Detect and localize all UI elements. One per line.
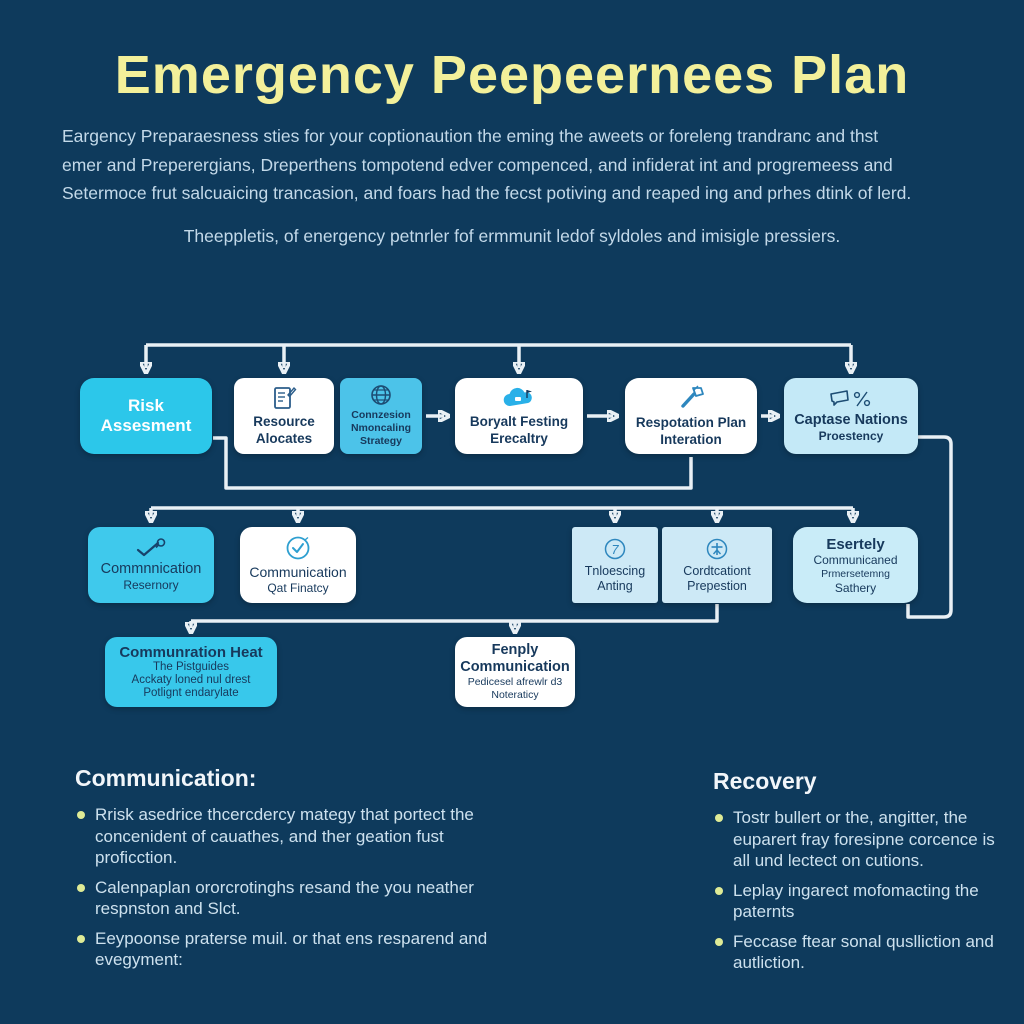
box-label: Commnnication	[100, 560, 202, 577]
box-label: Pedicesel afrewlr d3	[467, 676, 563, 688]
bullet-dot	[77, 883, 85, 892]
box-label: Qat Finatcy	[267, 580, 329, 595]
bullet-dot	[715, 937, 723, 946]
box-label: Resource	[253, 413, 315, 429]
box-label: Captase Nations	[794, 411, 908, 428]
box-label: Erecaltry	[490, 430, 548, 446]
box-label: Communicaned	[813, 552, 898, 567]
connector-elbow-captase-esertely	[906, 435, 953, 619]
box-label: Proestency	[818, 428, 884, 443]
recovery-heading: Recovery	[713, 768, 817, 794]
flow-box-commnnication-resernory: Commnnication Resernory	[88, 527, 214, 603]
recovery-section: Recovery Tostr bullert or the, angitter,…	[713, 768, 1013, 982]
box-label: Communication	[249, 563, 347, 580]
box-label: The Pistguides	[152, 661, 230, 673]
list-item-text: Calenpaplan ororcrotinghs resand the you…	[95, 877, 474, 919]
communication-list: Rrisk asedrice thcercdercy mategy that p…	[75, 804, 507, 971]
circled-seven-icon: 7	[604, 538, 626, 559]
box-label: Noteraticy	[491, 689, 539, 701]
list-item: Leplay ingarect mofomacting the paternts	[713, 880, 1013, 923]
intro-line-1: Eargency Preparaesness sties for your co…	[62, 126, 879, 146]
bullet-dot	[77, 811, 85, 819]
flow-box-esertely-sathery: Esertely Communicaned Prmersetemng Sathe…	[793, 527, 918, 603]
box-label: Acckaty loned nul drest	[131, 674, 251, 686]
list-item-text: Leplay ingarect mofomacting the paternts	[733, 880, 979, 922]
communication-section: Communication: Rrisk asedrice thcercderc…	[75, 765, 507, 979]
document-icon	[274, 386, 297, 409]
flow-box-communration-heat: Communration Heat The Pistguides Acckaty…	[105, 637, 277, 707]
box-label: Alocates	[255, 430, 313, 446]
speech-bubble-icon	[830, 389, 871, 406]
list-item-text: Tostr bullert or the, angitter, the eupa…	[733, 808, 995, 870]
list-item: Eeypoonse praterse muil. or that ens res…	[75, 928, 507, 971]
box-label: Esertely	[826, 535, 885, 553]
box-label: Interation	[660, 431, 722, 447]
flow-box-cordtcationt-prepestion: Cordtcationt Prepestion	[662, 527, 772, 603]
box-label: Fenply	[491, 642, 539, 658]
flow-box-communication-qat-finatcy: Communication Qat Finatcy	[240, 527, 356, 603]
recovery-list: Tostr bullert or the, angitter, the eupa…	[713, 807, 1013, 974]
bullet-dot	[77, 934, 85, 943]
box-label: Potlignt endarylate	[143, 687, 239, 699]
list-item-text: Feccase ftear sonal quslliction and autl…	[733, 931, 994, 973]
intro-line-3: Setermoce frut salcuaicing trancasion, a…	[62, 183, 912, 203]
flow-box-resource-alocates: Resource Alocates	[234, 378, 334, 454]
box-label: Anting	[597, 578, 633, 593]
box-label: Prepestion	[687, 578, 747, 593]
page-title: Emergency Peepeernees Plan	[114, 45, 910, 105]
subtitle: Theeppletis, of energency petnrler fof e…	[183, 226, 841, 246]
box-label: Prmersetemng	[821, 567, 890, 580]
flow-box-respotation-plan: Respotation Plan Interation	[625, 378, 757, 454]
box-label: Boryalt Festing	[469, 413, 569, 429]
box-label: Resernory	[123, 577, 179, 592]
flow-box-boryalt-festing: Boryalt Festing Erecaltry	[455, 378, 583, 454]
globe-icon	[371, 385, 391, 405]
circle-check-icon	[286, 536, 310, 559]
intro-paragraph: Eargency Preparaesness sties for your co…	[62, 122, 962, 208]
box-label: Respotation Plan	[635, 414, 747, 430]
svg-text:7: 7	[611, 542, 619, 557]
bullet-dot	[715, 814, 723, 822]
box-label: Cordtcationt	[683, 563, 751, 578]
flow-box-tnloescing-anting: 7 Tnloescing Anting	[572, 527, 658, 603]
cloud-icon	[503, 387, 532, 406]
list-item: Feccase ftear sonal quslliction and autl…	[713, 931, 1013, 974]
flow-box-fenply-communication: Fenply Communication Pedicesel afrewlr d…	[455, 637, 575, 707]
list-item: Rrisk asedrice thcercdercy mategy that p…	[75, 804, 507, 869]
list-item: Tostr bullert or the, angitter, the eupa…	[713, 807, 1013, 872]
box-label: Sathery	[834, 580, 877, 595]
list-item: Calenpaplan ororcrotinghs resand the you…	[75, 877, 507, 920]
bullet-dot	[715, 886, 723, 895]
box-label: Communication	[460, 659, 570, 675]
flow-box-connzesion-strategy: Connzesion Nmoncaling Strategy	[340, 378, 422, 454]
box-label: Tnloescing	[584, 563, 646, 578]
box-label: Risk Assesment	[100, 396, 192, 435]
box-label: Nmoncaling	[350, 422, 412, 434]
connector-elbow-risk-respotation	[213, 436, 693, 490]
communication-heading: Communication:	[75, 765, 257, 791]
check-magnifier-icon	[136, 537, 166, 556]
box-label: Connzesion	[351, 409, 411, 421]
intro-line-2: emer and Preperergians, Dreperthens tomp…	[62, 154, 893, 175]
box-label: Communration Heat	[119, 644, 263, 661]
connector-elbow-cordtcationt-row3	[191, 604, 719, 623]
list-item-text: Eeypoonse praterse muil. or that ens res…	[95, 928, 488, 970]
list-item-text: Rrisk asedrice thcercdercy mategy that p…	[95, 805, 474, 867]
flow-box-captase-nations: Captase Nations Proestency	[784, 378, 918, 454]
circled-drone-icon	[706, 538, 728, 559]
flow-box-risk-assessment: Risk Assesment	[80, 378, 212, 454]
box-label: Strategy	[359, 435, 402, 447]
mallet-icon	[681, 385, 704, 408]
